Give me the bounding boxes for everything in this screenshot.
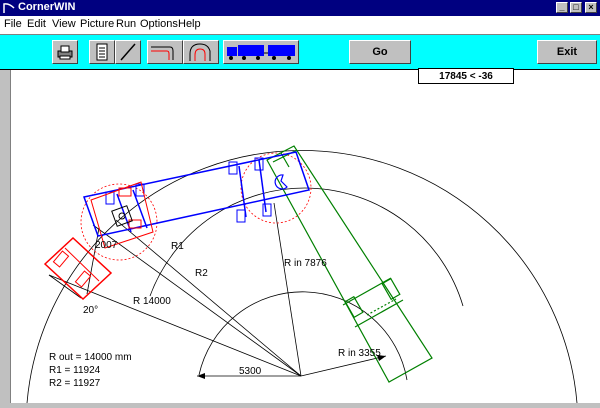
curve-path-icon — [189, 43, 211, 61]
summary-r1: R1 = 11924 — [49, 365, 101, 376]
label-angle: 20° — [83, 305, 98, 316]
drawing-canvas[interactable]: 2007 R1 R2 R 14000 R in 7876 R in 3355 2… — [10, 70, 600, 404]
menu-options[interactable]: Options — [140, 18, 178, 30]
inner-arc-3355 — [198, 291, 408, 381]
line-icon — [120, 43, 136, 61]
first-trailer — [83, 151, 310, 237]
close-button[interactable]: × — [585, 2, 597, 13]
printer-icon — [57, 45, 73, 60]
tractor-unit — [43, 236, 113, 301]
line-button[interactable] — [115, 40, 141, 64]
label-5300: 5300 — [239, 366, 262, 377]
title-bar: CornerWIN _ □ × — [0, 0, 600, 16]
label-r-in-3355: R in 3355 — [338, 348, 381, 359]
summary-r-out: R out = 14000 mm — [49, 352, 132, 363]
menu-file[interactable]: File — [4, 18, 22, 30]
curve-path-button[interactable] — [183, 40, 219, 64]
menu-edit[interactable]: Edit — [27, 18, 46, 30]
vehicle-select-button[interactable] — [223, 40, 299, 64]
label-r1: R1 — [171, 241, 184, 252]
label-r-14000: R 14000 — [133, 296, 171, 307]
turning-diagram: 2007 R1 R2 R 14000 R in 7876 R in 3355 2… — [26, 145, 578, 404]
menu-help[interactable]: Help — [178, 18, 201, 30]
toolbar: Go Exit — [0, 35, 600, 70]
print-button[interactable] — [52, 40, 78, 64]
corner-path-icon — [151, 46, 174, 60]
go-button[interactable]: Go — [349, 40, 411, 64]
exit-button[interactable]: Exit — [537, 40, 597, 64]
inner-arc-7876 — [149, 187, 464, 307]
app-icon — [3, 3, 15, 13]
menu-picture[interactable]: Picture — [80, 18, 115, 30]
truck-trailer-icon — [227, 45, 295, 60]
window-title: CornerWIN — [18, 1, 76, 13]
minimize-button[interactable]: _ — [556, 2, 568, 13]
document-icon — [96, 43, 108, 61]
summary-r2: R2 = 11927 — [49, 378, 101, 389]
corner-path-button[interactable] — [147, 40, 183, 64]
label-r2: R2 — [195, 268, 208, 279]
menu-view[interactable]: View — [52, 18, 76, 30]
menu-bar: File Edit View Picture Run Options Help — [0, 16, 600, 35]
menu-run[interactable]: Run — [116, 18, 137, 30]
label-2007: 2007 — [95, 240, 118, 251]
document-button[interactable] — [89, 40, 115, 64]
position-readout: 17845 < -36 — [418, 68, 514, 84]
label-r-in-7876: R in 7876 — [284, 258, 327, 269]
maximize-button[interactable]: □ — [570, 2, 582, 13]
